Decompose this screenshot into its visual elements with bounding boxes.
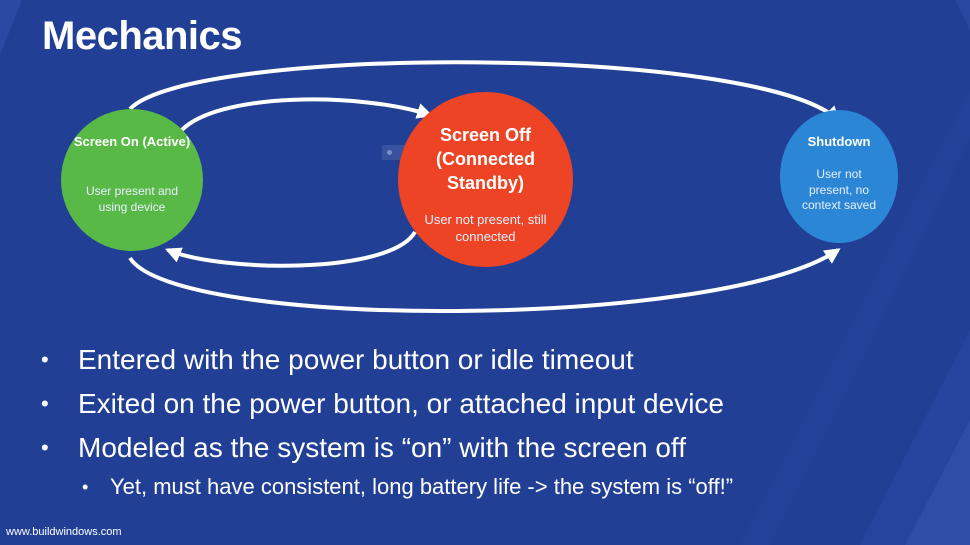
bullet-text: Entered with the power button or idle ti… [78, 344, 634, 375]
state-screen-on-description: User present and using device [85, 184, 179, 214]
bullet-item: • Entered with the power button or idle … [41, 340, 634, 380]
state-shutdown: Shutdown User not present, no context sa… [780, 110, 898, 243]
bullet-text: Exited on the power button, or attached … [78, 388, 724, 419]
watermark-dot-icon [387, 150, 392, 155]
state-screen-on-title: Screen On (Active) [73, 134, 191, 149]
state-screen-off-description: User not present, still connected [424, 212, 547, 244]
bullet-dot-icon: • [41, 347, 49, 372]
bullet-item: • Exited on the power button, or attache… [41, 384, 724, 424]
bullet-text: Modeled as the system is “on” with the s… [78, 432, 686, 463]
bullet-dot-icon: • [41, 435, 49, 460]
state-screen-off: Screen Off (Connected Standby) User not … [398, 92, 573, 267]
arrow-on-to-shutdown [128, 60, 841, 123]
arrow-off-to-on [165, 230, 417, 268]
state-shutdown-title: Shutdown [807, 134, 871, 149]
slide-title: Mechanics [42, 14, 243, 58]
arrow-on-to-off [178, 97, 434, 134]
state-screen-on: Screen On (Active) User present and usin… [61, 109, 203, 251]
bullet-dot-icon: • [41, 391, 49, 416]
sub-bullet-item: • Yet, must have consistent, long batter… [82, 472, 734, 502]
state-shutdown-description: User not present, no context saved [801, 167, 877, 213]
footer-url: www.buildwindows.com [6, 526, 122, 538]
sub-bullet-text: Yet, must have consistent, long battery … [110, 474, 734, 499]
state-screen-off-title: Screen Off (Connected Standby) [436, 125, 535, 193]
arrow-on-to-shutdown-bottom [128, 248, 841, 313]
bullet-dot-icon: • [82, 477, 89, 497]
bullet-item: • Modeled as the system is “on” with the… [41, 428, 686, 468]
